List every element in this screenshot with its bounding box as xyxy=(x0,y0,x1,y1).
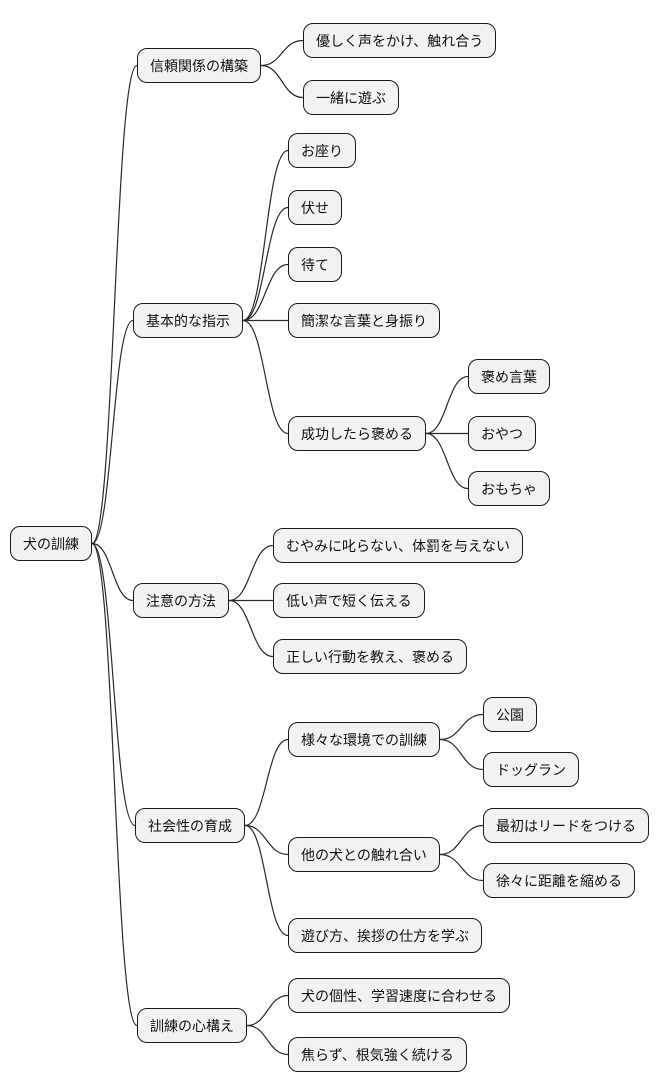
node-simple-words-gestures[interactable]: 簡潔な言葉と身振り xyxy=(288,303,440,338)
node-teach-correct-behavior[interactable]: 正しい行動を教え、褒める xyxy=(273,639,467,674)
node-no-random-scolding[interactable]: むやみに叱らない、体罰を与えない xyxy=(273,528,523,563)
node-gradually-close-distance[interactable]: 徐々に距離を縮める xyxy=(483,863,635,898)
node-sit[interactable]: お座り xyxy=(288,133,356,168)
node-dog-run[interactable]: ドッグラン xyxy=(483,752,579,787)
node-play-together[interactable]: 一緒に遊ぶ xyxy=(303,80,399,115)
node-scolding-method[interactable]: 注意の方法 xyxy=(133,583,229,618)
node-praise-on-success[interactable]: 成功したら褒める xyxy=(288,416,426,451)
node-learn-play-greeting[interactable]: 遊び方、挨拶の仕方を学ぶ xyxy=(288,918,482,953)
node-low-short-voice[interactable]: 低い声で短く伝える xyxy=(273,583,425,618)
node-match-personality-pace[interactable]: 犬の個性、学習速度に合わせる xyxy=(288,978,510,1013)
node-praise-words[interactable]: 褒め言葉 xyxy=(468,359,550,394)
node-socialization[interactable]: 社会性の育成 xyxy=(135,808,245,843)
node-patience-persistence[interactable]: 焦らず、根気強く続ける xyxy=(288,1037,467,1072)
node-trust-building[interactable]: 信頼関係の構築 xyxy=(137,48,261,83)
node-dog-training[interactable]: 犬の訓練 xyxy=(10,526,92,561)
node-gentle-voice-contact[interactable]: 優しく声をかけ、触れ合う xyxy=(303,23,497,58)
node-treats[interactable]: おやつ xyxy=(468,416,536,451)
node-park[interactable]: 公園 xyxy=(483,697,537,732)
node-stay[interactable]: 待て xyxy=(288,247,342,282)
node-contact-other-dogs[interactable]: 他の犬との触れ合い xyxy=(288,837,440,872)
node-toys[interactable]: おもちゃ xyxy=(468,471,550,506)
node-basic-commands[interactable]: 基本的な指示 xyxy=(133,303,243,338)
node-various-environments[interactable]: 様々な環境での訓練 xyxy=(288,722,440,757)
node-leash-first[interactable]: 最初はリードをつける xyxy=(483,808,649,843)
node-training-mindset[interactable]: 訓練の心構え xyxy=(137,1008,247,1043)
node-down[interactable]: 伏せ xyxy=(288,190,342,225)
